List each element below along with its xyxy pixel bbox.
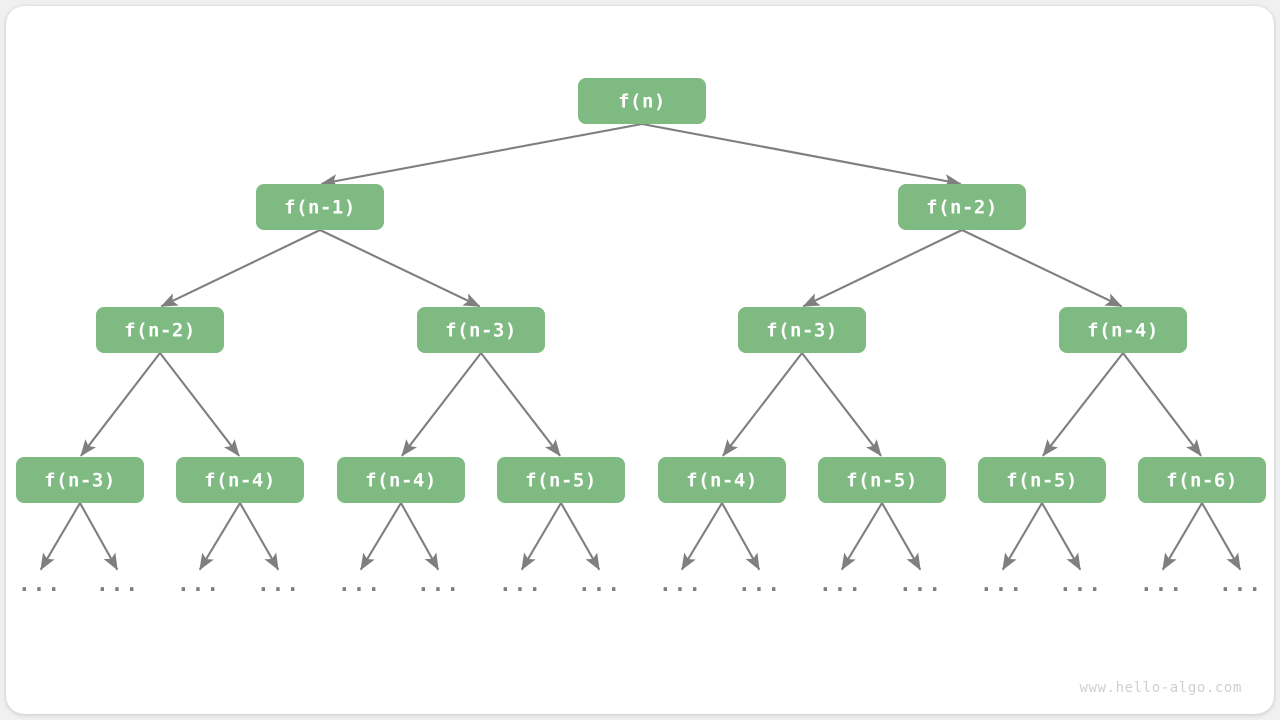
tree-node[interactable]: f(n-3) bbox=[738, 307, 866, 353]
tree-edge bbox=[160, 229, 321, 308]
ellipsis-label: ... bbox=[980, 572, 1024, 596]
tree-node-label: f(n-5) bbox=[846, 470, 918, 492]
tree-edge bbox=[722, 352, 803, 457]
tree-edge bbox=[721, 502, 761, 571]
ellipsis-label: ... bbox=[578, 572, 622, 596]
tree-node[interactable]: f(n-4) bbox=[1059, 307, 1187, 353]
tree-node-box bbox=[738, 307, 866, 353]
tree-node[interactable]: f(n-1) bbox=[256, 184, 384, 230]
tree-edge bbox=[680, 502, 723, 571]
tree-node-label: f(n-1) bbox=[284, 197, 356, 219]
tree-node-label: f(n-3) bbox=[445, 320, 517, 342]
tree-node[interactable]: f(n-4) bbox=[176, 457, 304, 503]
tree-edge bbox=[480, 352, 561, 457]
tree-node-box bbox=[176, 457, 304, 503]
tree-edge bbox=[1122, 352, 1202, 457]
tree-edge bbox=[520, 502, 562, 571]
ellipsis-label: ... bbox=[738, 572, 782, 596]
tree-node[interactable]: f(n-2) bbox=[96, 307, 224, 353]
tree-node-box bbox=[337, 457, 465, 503]
tree-node[interactable]: f(n-5) bbox=[978, 457, 1106, 503]
tree-node-label: f(n-4) bbox=[1087, 320, 1159, 342]
tree-node-label: f(n-5) bbox=[1006, 470, 1078, 492]
ellipsis-label: ... bbox=[1059, 572, 1103, 596]
tree-node-label: f(n-3) bbox=[766, 320, 838, 342]
tree-node-label: f(n-6) bbox=[1166, 470, 1238, 492]
ellipsis-label: ... bbox=[819, 572, 863, 596]
tree-node-box bbox=[256, 184, 384, 230]
tree-node[interactable]: f(n-5) bbox=[497, 457, 625, 503]
tree-edge bbox=[198, 502, 241, 571]
tree-node-box bbox=[1138, 457, 1266, 503]
tree-edge bbox=[1042, 352, 1124, 457]
tree-edge bbox=[802, 229, 963, 308]
ellipsis-layer: ........................................… bbox=[18, 572, 1263, 596]
tree-edge bbox=[1201, 502, 1242, 571]
tree-edge bbox=[239, 502, 280, 571]
tree-node-box bbox=[1059, 307, 1187, 353]
tree-node[interactable]: f(n-4) bbox=[658, 457, 786, 503]
tree-node-box bbox=[818, 457, 946, 503]
ellipsis-label: ... bbox=[177, 572, 221, 596]
tree-edge bbox=[1001, 502, 1043, 571]
tree-edge bbox=[320, 122, 643, 188]
ellipsis-label: ... bbox=[899, 572, 943, 596]
tree-node[interactable]: f(n-2) bbox=[898, 184, 1026, 230]
tree-edge bbox=[641, 122, 962, 188]
tree-node-label: f(n) bbox=[618, 91, 666, 113]
tree-node-box bbox=[978, 457, 1106, 503]
tree-node-label: f(n-4) bbox=[365, 470, 437, 492]
tree-edge bbox=[961, 229, 1123, 308]
tree-edge bbox=[400, 502, 440, 571]
tree-edge bbox=[801, 352, 882, 457]
tree-node-box bbox=[417, 307, 545, 353]
edges-layer bbox=[39, 122, 1242, 571]
tree-node[interactable]: f(n-4) bbox=[337, 457, 465, 503]
ellipsis-label: ... bbox=[1219, 572, 1263, 596]
tree-node-box bbox=[16, 457, 144, 503]
tree-node[interactable]: f(n) bbox=[578, 78, 706, 124]
ellipsis-label: ... bbox=[417, 572, 461, 596]
tree-edge bbox=[39, 502, 81, 571]
ellipsis-label: ... bbox=[499, 572, 543, 596]
tree-node-label: f(n-2) bbox=[124, 320, 196, 342]
tree-edge bbox=[359, 502, 402, 571]
tree-node-label: f(n-3) bbox=[44, 470, 116, 492]
tree-node[interactable]: f(n-3) bbox=[417, 307, 545, 353]
tree-node-label: f(n-5) bbox=[525, 470, 597, 492]
ellipsis-label: ... bbox=[257, 572, 301, 596]
tree-node[interactable]: f(n-6) bbox=[1138, 457, 1266, 503]
tree-edge bbox=[1041, 502, 1082, 571]
ellipsis-label: ... bbox=[338, 572, 382, 596]
tree-node-box bbox=[658, 457, 786, 503]
tree-node[interactable]: f(n-5) bbox=[818, 457, 946, 503]
ellipsis-label: ... bbox=[18, 572, 62, 596]
tree-edge bbox=[1161, 502, 1203, 571]
ellipsis-label: ... bbox=[96, 572, 140, 596]
tree-node-box bbox=[96, 307, 224, 353]
tree-edge bbox=[401, 352, 482, 457]
tree-edge bbox=[159, 352, 240, 457]
tree-node-label: f(n-4) bbox=[686, 470, 758, 492]
tree-node-box bbox=[898, 184, 1026, 230]
tree-node-label: f(n-4) bbox=[204, 470, 276, 492]
tree-edge bbox=[80, 352, 161, 457]
tree-node[interactable]: f(n-3) bbox=[16, 457, 144, 503]
ellipsis-label: ... bbox=[1140, 572, 1184, 596]
tree-node-label: f(n-2) bbox=[926, 197, 998, 219]
tree-node-box bbox=[578, 78, 706, 124]
tree-node-box bbox=[497, 457, 625, 503]
nodes-layer: f(n) f(n-1) f(n-2) f(n-2) f(n-3) f(n-3) f(n-4)… bbox=[16, 78, 1266, 503]
tree-edge bbox=[79, 502, 119, 571]
ellipsis-label: ... bbox=[659, 572, 703, 596]
tree-edge bbox=[560, 502, 601, 571]
tree-edge bbox=[881, 502, 922, 571]
tree-edge bbox=[840, 502, 883, 571]
watermark-label: www.hello-algo.com bbox=[1079, 680, 1242, 696]
tree-edge bbox=[319, 229, 481, 308]
